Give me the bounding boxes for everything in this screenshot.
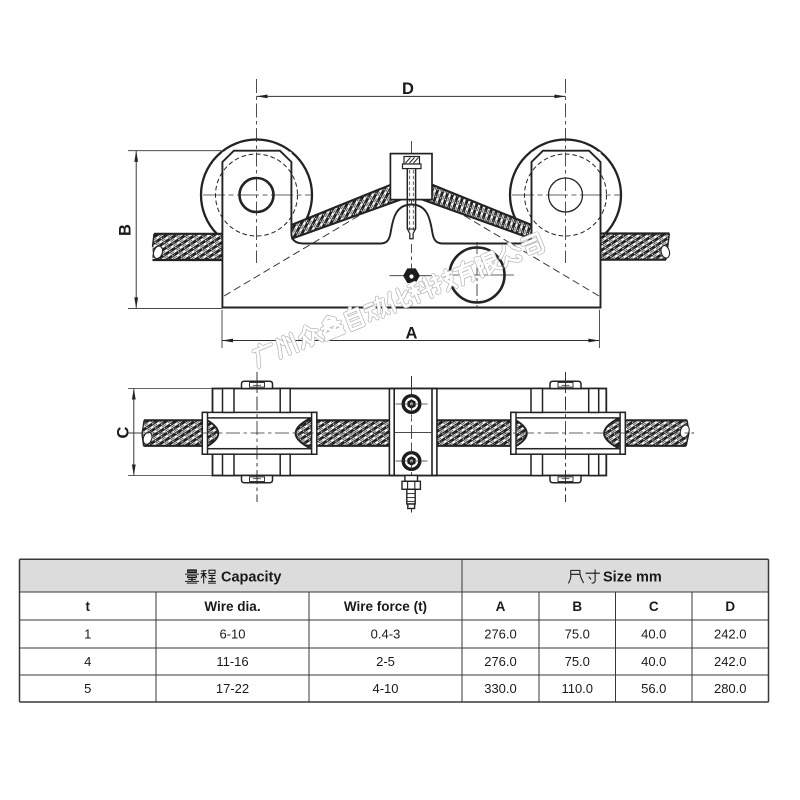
svg-text:40.0: 40.0 (641, 654, 666, 669)
svg-text:Wire force (t): Wire force (t) (344, 599, 427, 614)
svg-text:Capacity: Capacity (221, 570, 281, 586)
svg-text:242.0: 242.0 (714, 627, 747, 642)
svg-text:D: D (402, 80, 414, 98)
svg-text:17-22: 17-22 (216, 681, 249, 696)
svg-text:5: 5 (84, 681, 91, 696)
svg-text:A: A (406, 325, 418, 343)
svg-text:40.0: 40.0 (641, 627, 666, 642)
svg-text:D: D (725, 599, 735, 614)
svg-text:t: t (86, 599, 91, 614)
svg-text:110.0: 110.0 (561, 681, 593, 696)
svg-text:C: C (649, 599, 659, 614)
svg-text:Size mm: Size mm (603, 570, 662, 586)
svg-text:56.0: 56.0 (641, 681, 666, 696)
svg-text:B: B (117, 224, 135, 236)
svg-text:11-16: 11-16 (216, 654, 248, 669)
svg-text:280.0: 280.0 (714, 681, 747, 696)
svg-text:75.0: 75.0 (565, 627, 590, 642)
svg-text:0.4-3: 0.4-3 (371, 627, 401, 642)
svg-text:1: 1 (84, 627, 91, 642)
svg-text:276.0: 276.0 (484, 627, 517, 642)
svg-text:B: B (572, 599, 582, 614)
svg-text:276.0: 276.0 (484, 654, 517, 669)
svg-text:6-10: 6-10 (219, 627, 245, 642)
svg-text:2-5: 2-5 (376, 654, 395, 669)
svg-text:Wire dia.: Wire dia. (204, 599, 260, 614)
svg-text:75.0: 75.0 (565, 654, 590, 669)
svg-text:A: A (496, 599, 506, 614)
svg-text:4-10: 4-10 (372, 681, 398, 696)
svg-text:330.0: 330.0 (484, 681, 517, 696)
svg-text:242.0: 242.0 (714, 654, 747, 669)
svg-text:C: C (115, 426, 133, 438)
svg-text:4: 4 (84, 654, 91, 669)
